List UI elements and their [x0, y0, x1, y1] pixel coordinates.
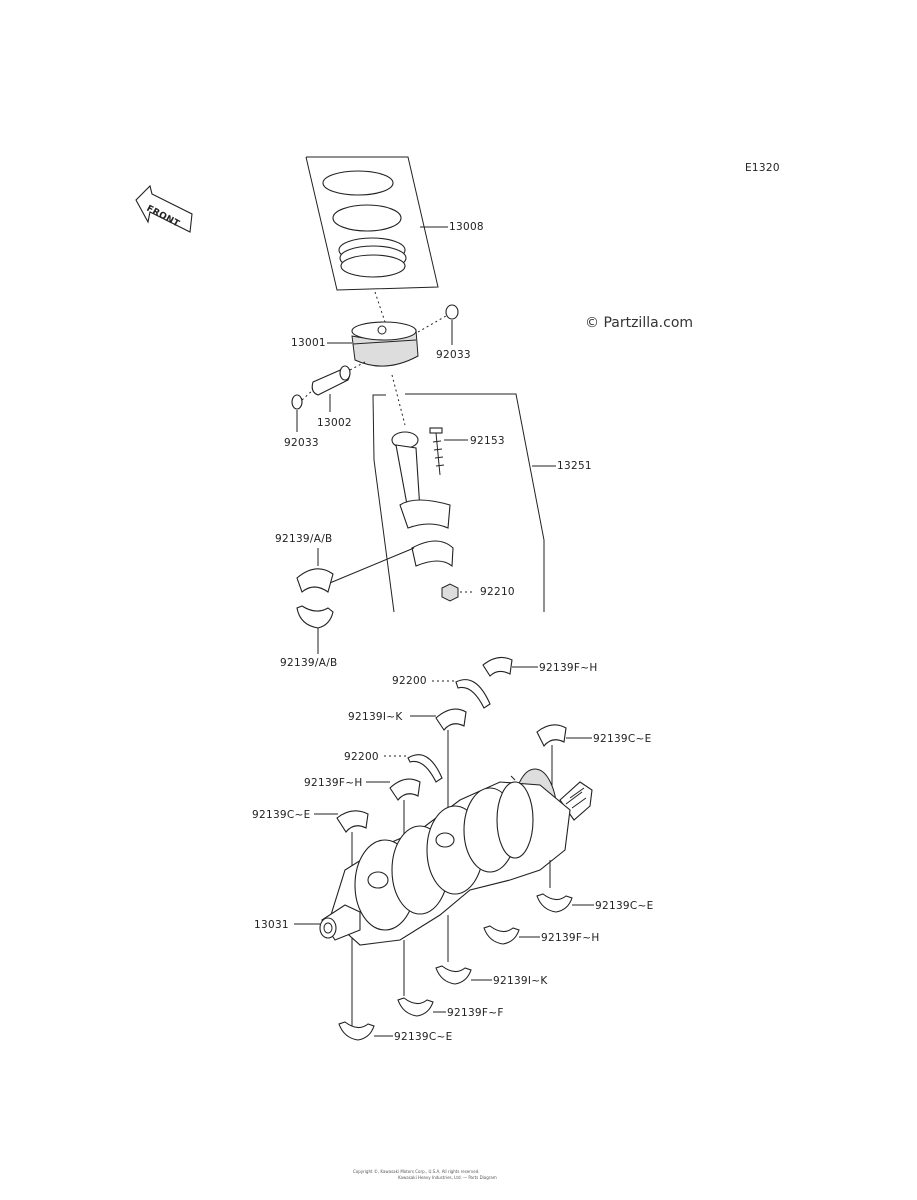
label-92139ce-bottom: 92139C~E: [394, 1031, 453, 1043]
label-92033-right: 92033: [436, 349, 471, 361]
label-13251: 13251: [557, 460, 592, 472]
thrust-washer-mid[interactable]: [407, 754, 443, 783]
main-bearing-fh-mid[interactable]: [389, 778, 421, 801]
label-92153: 92153: [470, 435, 505, 447]
piston-ring-set[interactable]: [305, 156, 448, 291]
label-13031: 13031: [254, 919, 289, 931]
label-13008: 13008: [449, 221, 484, 233]
label-92139fh-bottom: 92139F~F: [447, 1007, 504, 1019]
watermark: © Partzilla.com: [585, 315, 693, 331]
main-bearing-fh-low[interactable]: [483, 925, 520, 945]
main-bearing-fh-top[interactable]: [482, 656, 513, 677]
footer-line-2: Kawasaki Heavy Industries, Ltd. — Parts …: [398, 1175, 497, 1180]
piston-pin[interactable]: [311, 365, 351, 396]
crankshaft[interactable]: [319, 768, 593, 946]
front-arrow-icon: FRONT: [135, 184, 193, 233]
footer-line-1: Copyright ©, Kawasaki Motors Corp., U.S.…: [353, 1169, 480, 1174]
main-bearing-ik-top[interactable]: [435, 708, 467, 731]
label-92033-left: 92033: [284, 437, 319, 449]
piston-pin-clip-right[interactable]: [445, 304, 459, 320]
label-92139ik-low: 92139I~K: [493, 975, 548, 987]
label-92139fh-top: 92139F~H: [539, 662, 598, 674]
label-92139ce-right: 92139C~E: [593, 733, 652, 745]
main-bearing-ce-left[interactable]: [336, 810, 369, 833]
main-bearing-ce-right[interactable]: [536, 724, 567, 748]
main-bearing-ik-low[interactable]: [435, 965, 472, 985]
piston[interactable]: [351, 321, 419, 367]
label-92139fh-low: 92139F~H: [541, 932, 600, 944]
label-92139ab-top: 92139/A/B: [275, 533, 333, 545]
rod-bearing-upper[interactable]: [296, 568, 334, 593]
label-92139fh-mid: 92139F~H: [304, 777, 363, 789]
label-92200-top: 92200: [392, 675, 427, 687]
rod-bearing-lower[interactable]: [296, 605, 334, 629]
label-92139ce-left: 92139C~E: [252, 809, 311, 821]
label-13002: 13002: [317, 417, 352, 429]
label-92139ik-top: 92139I~K: [348, 711, 403, 723]
connecting-rod-nut[interactable]: [441, 583, 459, 602]
connecting-rod[interactable]: [391, 431, 451, 529]
label-92139ce-lowright: 92139C~E: [595, 900, 654, 912]
diagram-code: E1320: [745, 162, 780, 174]
connecting-rod-cap[interactable]: [411, 540, 454, 568]
main-bearing-ce-bottom[interactable]: [338, 1021, 375, 1041]
connecting-rod-bolt[interactable]: [429, 427, 445, 476]
piston-pin-clip-left[interactable]: [291, 394, 303, 410]
thrust-washer-top[interactable]: [455, 679, 491, 709]
label-13001: 13001: [291, 337, 326, 349]
main-bearing-ce-lowright[interactable]: [536, 893, 573, 913]
label-92139ab-bottom: 92139/A/B: [280, 657, 338, 669]
main-bearing-fh-bottom[interactable]: [397, 997, 434, 1017]
label-92200-mid: 92200: [344, 751, 379, 763]
label-92210: 92210: [480, 586, 515, 598]
